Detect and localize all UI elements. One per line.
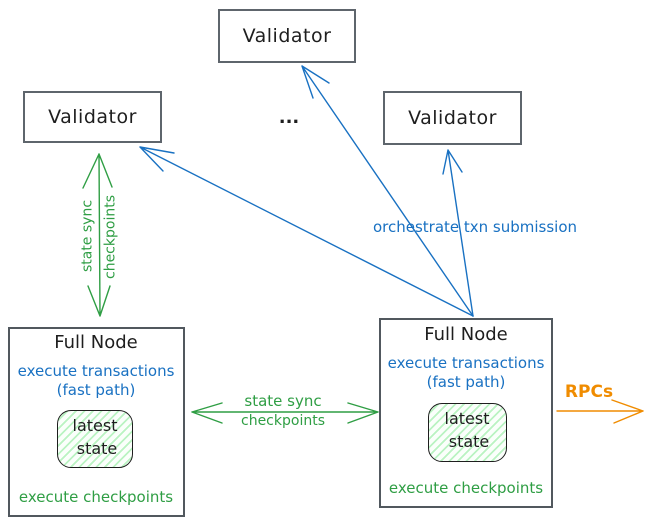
latest-state-box-left bbox=[57, 410, 133, 468]
left-sync-label-line1: state sync bbox=[79, 199, 96, 273]
full-node-right-fast-path: (fast path) bbox=[426, 373, 506, 391]
latest-state-box-right bbox=[428, 403, 507, 462]
mid-sync-label-line1: state sync bbox=[244, 392, 322, 410]
full-node-right-exec-txn: execute transactions bbox=[387, 354, 545, 372]
latest-state-left-line1: latest bbox=[72, 416, 118, 435]
arrow-line bbox=[191, 402, 379, 424]
latest-state-right-line2: state bbox=[448, 432, 490, 451]
validator-right-label: Validator bbox=[408, 107, 497, 129]
validator-box-top: Validator bbox=[218, 9, 356, 63]
arrow-line bbox=[139, 146, 474, 317]
validators-ellipsis: ... bbox=[278, 107, 300, 128]
orchestrate-label: orchestrate txn submission bbox=[372, 218, 578, 236]
validator-top-label: Validator bbox=[242, 25, 332, 47]
arrow-state-sync-vertical bbox=[82, 153, 113, 317]
full-node-left-exec-checkpoints: execute checkpoints bbox=[18, 488, 174, 506]
arrow-rpcs bbox=[556, 399, 644, 424]
arrow-state-sync-horizontal bbox=[191, 402, 379, 424]
mid-sync-label-line2: checkpoints bbox=[241, 413, 325, 429]
latest-state-left-line2: state bbox=[76, 439, 118, 458]
full-node-right-exec-checkpoints: execute checkpoints bbox=[388, 479, 544, 497]
arrow-line bbox=[442, 149, 474, 317]
full-node-left-exec-txn: execute transactions bbox=[17, 362, 175, 380]
arrow-line bbox=[556, 399, 644, 424]
arrow-orchestrate-to-right-validator bbox=[442, 149, 474, 317]
validator-box-right: Validator bbox=[383, 91, 522, 145]
left-sync-label-line2: checkpoints bbox=[102, 195, 119, 279]
arrow-orchestrate-to-top-validator bbox=[301, 65, 474, 317]
full-node-left-fast-path: (fast path) bbox=[56, 381, 136, 399]
full-node-right-title: Full Node bbox=[424, 324, 508, 345]
arrow-line bbox=[82, 153, 113, 317]
arrow-orchestrate-to-left-validator bbox=[139, 146, 474, 317]
validator-box-left: Validator bbox=[23, 91, 162, 143]
validator-left-label: Validator bbox=[48, 106, 137, 128]
full-node-left-title: Full Node bbox=[54, 332, 138, 353]
latest-state-right-line1: latest bbox=[444, 409, 490, 428]
arrow-line bbox=[301, 65, 474, 317]
rpcs-label: RPCs bbox=[564, 382, 614, 402]
